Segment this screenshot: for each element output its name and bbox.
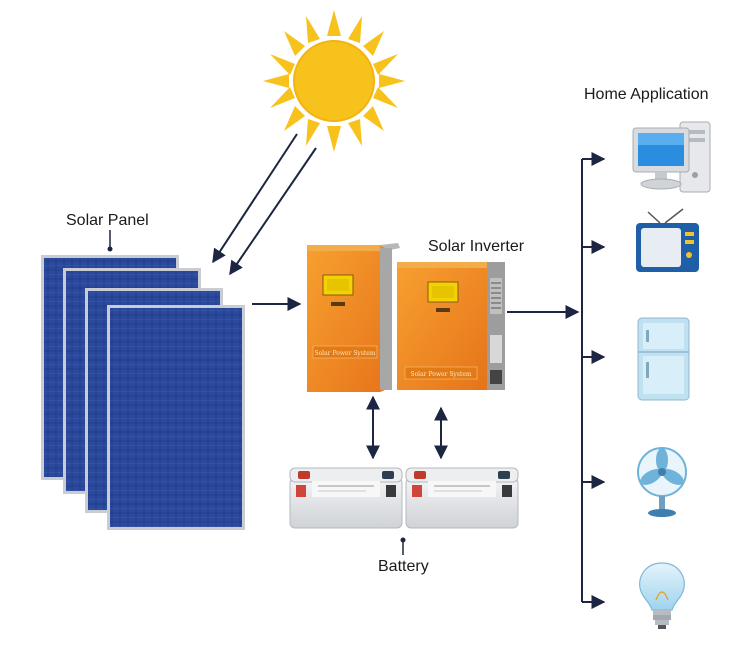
battery-leader xyxy=(400,537,406,555)
sunlight-arrows xyxy=(212,133,317,276)
sun-icon xyxy=(263,10,405,152)
fridge-icon xyxy=(637,317,690,401)
battery-label: Battery xyxy=(378,558,429,575)
solar-inverter-label: Solar Inverter xyxy=(428,238,525,255)
distribution-bus xyxy=(581,152,606,609)
tv-icon xyxy=(636,208,699,272)
fan-icon xyxy=(637,447,687,517)
battery xyxy=(289,467,403,529)
inverter-front-text: Solar Power System xyxy=(410,371,471,378)
solar-panel-stack xyxy=(41,255,245,530)
home-application-label: Home Application xyxy=(584,86,709,103)
solar-panel xyxy=(107,305,245,530)
solar-inverter-large: Solar Power System xyxy=(307,243,400,392)
solar-inverter-small: Solar Power System xyxy=(397,262,505,390)
inverter-battery-arrows xyxy=(366,395,448,460)
solar-panel-label: Solar Panel xyxy=(66,212,149,229)
solar-panel-leader xyxy=(107,230,113,252)
inverter-front-text: Solar Power System xyxy=(314,350,375,357)
light-bulb-icon xyxy=(639,562,685,629)
computer-icon xyxy=(632,121,711,193)
battery xyxy=(405,467,519,529)
